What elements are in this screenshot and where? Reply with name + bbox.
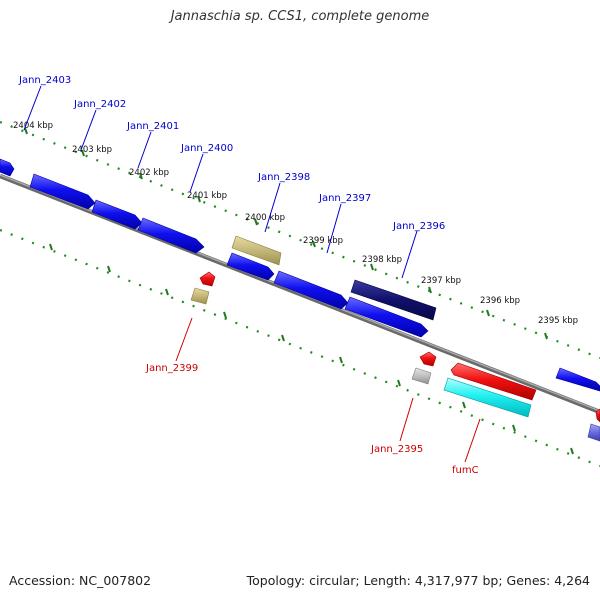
gene-label-jann-2395[interactable]: Jann_2395 bbox=[370, 444, 423, 455]
kbp-label: 2396 kbp bbox=[480, 296, 520, 306]
kbp-label: 2398 kbp bbox=[362, 255, 402, 265]
gene-box-gray[interactable] bbox=[411, 367, 432, 385]
gene-label-jann-2402[interactable]: Jann_2402 bbox=[73, 99, 126, 110]
gene-label-jann-2399[interactable]: Jann_2399 bbox=[145, 363, 198, 374]
kbp-label: 2395 kbp bbox=[538, 316, 578, 326]
gene-arrow-red-large[interactable] bbox=[450, 362, 537, 401]
map-title: Jannaschia sp. CCS1, complete genome bbox=[170, 9, 430, 24]
gene-label-jann-2401[interactable]: Jann_2401 bbox=[126, 121, 179, 132]
upper-tick-track bbox=[0, 120, 600, 360]
kbp-labels: 2404 kbp 2403 kbp 2402 kbp 2401 kbp 2400… bbox=[13, 121, 578, 326]
gene-arrow-jann-2397[interactable] bbox=[273, 270, 349, 310]
gene-pointer-jann-2399[interactable] bbox=[199, 271, 216, 287]
gene-box-fumc[interactable] bbox=[443, 377, 532, 418]
gene-label-fumc[interactable]: fumC bbox=[452, 465, 479, 476]
gene-arrow-jann-2402[interactable] bbox=[91, 199, 143, 230]
major-ticks bbox=[24, 127, 574, 455]
forward-features bbox=[0, 158, 600, 392]
topology-summary: Topology: circular; Length: 4,317,977 bp… bbox=[246, 573, 590, 588]
kbp-label: 2401 kbp bbox=[187, 191, 227, 201]
kbp-label: 2400 kbp bbox=[245, 213, 285, 223]
gene-arrow-right-edge[interactable] bbox=[555, 367, 600, 392]
kbp-label: 2403 kbp bbox=[72, 145, 112, 155]
gene-pointer-jann-2395[interactable] bbox=[419, 351, 437, 367]
gene-arrow-jann-2401[interactable] bbox=[137, 217, 205, 254]
reverse-features bbox=[190, 271, 600, 442]
lower-tick-track bbox=[0, 228, 600, 468]
gene-label-jann-2396[interactable]: Jann_2396 bbox=[392, 221, 445, 232]
gene-box-slate-edge[interactable] bbox=[587, 423, 600, 442]
genome-backbone bbox=[0, 173, 600, 415]
gene-arrow-jann-2398[interactable] bbox=[226, 252, 275, 281]
gene-label-jann-2398[interactable]: Jann_2398 bbox=[257, 172, 310, 183]
kbp-label: 2402 kbp bbox=[129, 168, 169, 178]
gene-labels: Jann_2403 Jann_2402 Jann_2401 Jann_2400 … bbox=[18, 75, 479, 476]
gene-arrow-jann-2403[interactable] bbox=[29, 173, 96, 210]
gene-arrow-unnamed[interactable] bbox=[344, 296, 429, 338]
gene-label-jann-2400[interactable]: Jann_2400 bbox=[180, 143, 233, 154]
gene-box-khaki-small[interactable] bbox=[190, 287, 210, 305]
gene-box-jann-2396[interactable] bbox=[350, 279, 437, 321]
gene-arrow-edge-left[interactable] bbox=[0, 158, 15, 177]
kbp-label: 2399 kbp bbox=[303, 236, 343, 246]
gene-box-jann-2400[interactable] bbox=[231, 235, 282, 266]
kbp-label: 2397 kbp bbox=[421, 276, 461, 286]
gene-label-jann-2403[interactable]: Jann_2403 bbox=[18, 75, 71, 86]
label-leaders bbox=[23, 85, 481, 463]
accession-text: Accession: NC_007802 bbox=[9, 573, 152, 588]
kbp-label: 2404 kbp bbox=[13, 121, 53, 131]
gene-label-jann-2397[interactable]: Jann_2397 bbox=[318, 193, 371, 204]
gene-pointer-red-edge[interactable] bbox=[595, 408, 600, 423]
